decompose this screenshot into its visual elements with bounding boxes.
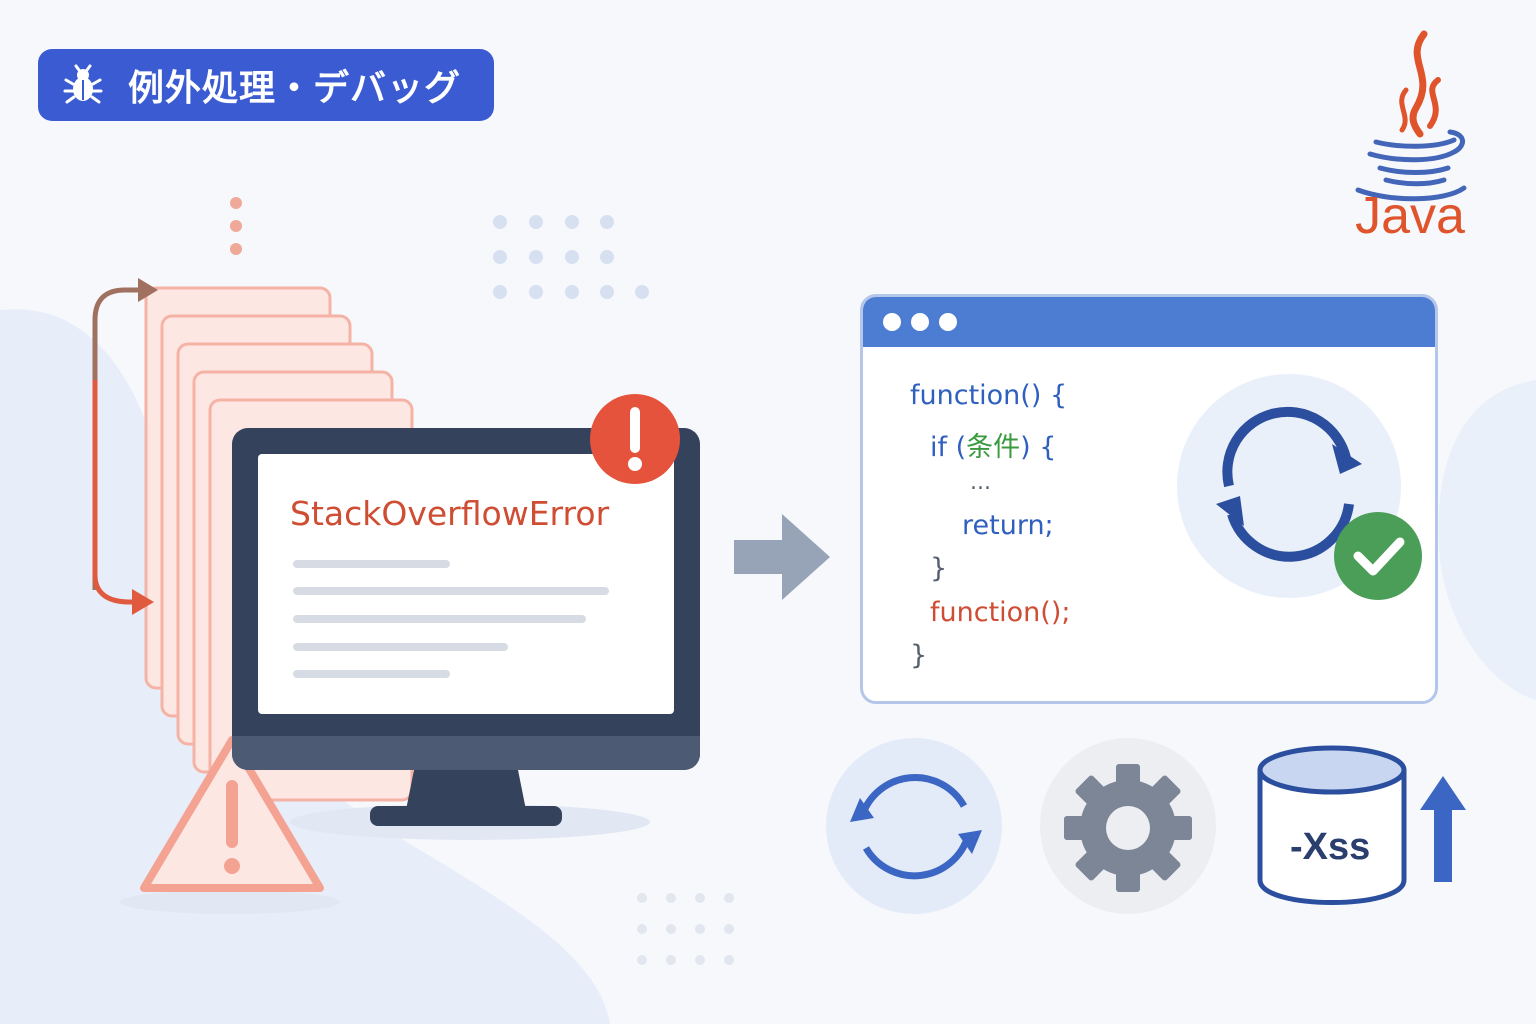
- exclamation-icon: [590, 394, 680, 484]
- memory-label: -Xss: [1290, 826, 1371, 868]
- code-line-7: }: [910, 640, 928, 671]
- error-text-line: [293, 615, 586, 623]
- monitor-chin: [232, 736, 700, 770]
- bug-icon: [63, 64, 103, 104]
- code-brace: ) {: [1020, 432, 1057, 463]
- memory-stack-icon: [1257, 745, 1407, 905]
- arrow-right-icon: [734, 514, 830, 600]
- warning-triangle-icon: [140, 736, 324, 892]
- code-line-3: ...: [970, 470, 991, 495]
- error-title: StackOverflowError: [290, 494, 610, 533]
- error-text-line: [293, 587, 609, 595]
- code-line-1: function() {: [910, 380, 1068, 411]
- recursion-arrow-icon: [92, 287, 148, 590]
- error-text-line: [293, 643, 508, 651]
- error-text-line: [293, 560, 450, 568]
- code-keyword: if (: [930, 432, 967, 463]
- java-cup-icon: [1355, 30, 1467, 202]
- error-text-line: [293, 670, 450, 678]
- code-line-2: if (条件) {: [930, 425, 1056, 464]
- loop-icon: [826, 738, 1002, 914]
- code-condition: 条件: [966, 432, 1021, 463]
- code-line-5: }: [930, 553, 948, 584]
- window-dot: [911, 313, 929, 331]
- category-tag-label: 例外処理・デバッグ: [128, 68, 462, 109]
- code-window-titlebar: [863, 297, 1435, 347]
- code-line-4: return;: [962, 510, 1054, 541]
- gear-icon: [1040, 738, 1216, 914]
- category-tag: 例外処理・デバッグ: [38, 49, 494, 121]
- arrow-up-icon: [1420, 776, 1466, 882]
- code-line-6: function();: [930, 597, 1071, 628]
- window-dot: [883, 313, 901, 331]
- refresh-check-icon: [1177, 374, 1422, 600]
- window-dot: [939, 313, 957, 331]
- java-logo-text: Java: [1355, 187, 1465, 245]
